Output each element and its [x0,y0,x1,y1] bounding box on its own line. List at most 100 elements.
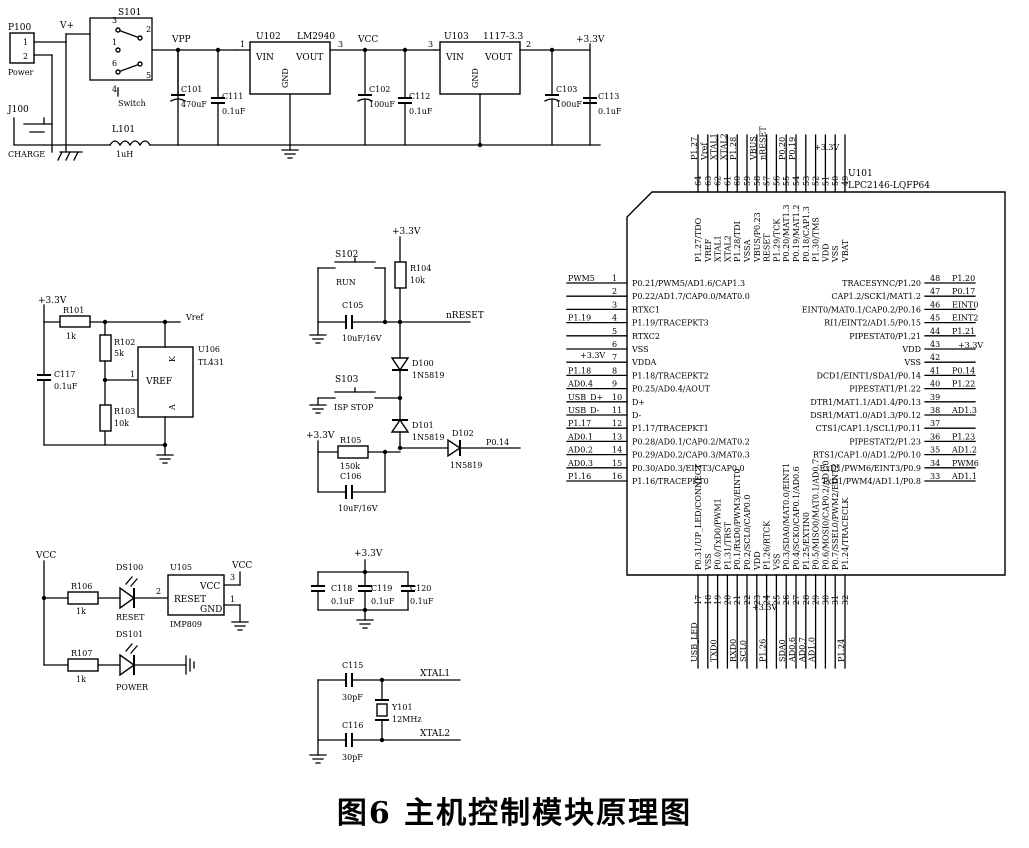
reset-v33b-label: +3.3V [306,431,335,441]
mcu-left-pin-num: 9 [612,380,617,389]
u103-vout: VOUT [484,53,512,63]
u102-label: U102 [256,32,281,42]
mcu-top-pin-name: VDD [821,243,830,263]
diode-d101 [390,418,410,433]
u105-vcc-net: VCC [231,561,252,571]
r105-value: 150k [340,462,360,471]
mcu-right-pin-num: 34 [930,459,940,468]
mcu-right-pin-num: 48 [930,274,940,283]
mcu-top-pin-name: P1.28/TDI [733,221,742,262]
mcu-top-pin-net: P0.19 [788,137,797,160]
u105-vcc: VCC [199,582,220,592]
mcu-right-pin-net: EINT0 [952,300,978,309]
mcu-left-pin-name: VSS [631,345,649,354]
mcu-bottom-pin-num: 29 [812,595,821,605]
r101-label: R101 [63,306,84,315]
mcu-right-pin-name: CAP1.2/SCK1/MAT1.2 [831,292,921,301]
charge-jack [13,117,45,146]
mcu-top-pin-name: P0.19/MAT1.2 [792,205,801,262]
mcu-left-pin-net: P1.19 [568,314,591,323]
mcu-left-pin-net: AD0.4 [567,380,593,389]
v33-rail-label: +3.3V [576,35,605,45]
vref-net-label: Vref [185,313,204,322]
mcu-right-pin-net: P0.14 [952,366,975,375]
ds100-label: DS100 [116,563,143,572]
dec-v33-label: +3.3V [354,549,383,559]
mcu-left-pin-num: 13 [612,432,622,441]
mcu-bottom-pin-num: 17 [694,595,703,605]
mcu-right-pin-num: 39 [930,393,940,402]
mcu-left-pin-name: P0.29/AD0.2/CAP0.3/MAT0.3 [632,451,750,460]
u103-vin: VIN [445,53,464,63]
resistor-r102 [99,334,112,362]
mcu-bottom-pin-net: AD1.0 [808,637,817,663]
mcu-bottom-pin-name: P0.2/SCL0/CAP0.0 [743,494,752,570]
u102-gnd: GND [281,68,290,88]
mcu-left-pin-name: D- [632,411,642,420]
mcu-left-pin-name: P1.17/TRACEPKT1 [632,424,709,433]
mcu-bottom-pin-name: P1.31/TRST [723,521,732,570]
c111-label: C111 [222,92,243,101]
figure-caption: 图6 主机控制模块原理图 [336,796,693,831]
c112-label: C112 [409,92,430,101]
resistor-r107 [67,658,99,672]
mcu-left-pin-num: 16 [612,472,622,481]
mcu-right-pin-name: DCD1/EINT1/SDA1/P0.14 [816,371,921,380]
r102-label: R102 [114,338,135,347]
mcu-right-pin-net: AD1.1 [951,472,977,481]
mcu-bottom-pin-name: P0.4/SCK0/CAP0.1/AD0.6 [792,466,801,570]
mcu-left-pin-name: D+ [632,398,645,407]
r104-value: 10k [410,276,425,285]
mcu-top-pin-num: 62 [714,176,723,186]
ds101-label: DS101 [116,630,143,639]
mcu-right-pin-name: DTR1/MAT1.1/AD1.4/P0.13 [810,398,921,407]
u105-pin1: 1 [230,595,235,604]
mcu-bottom-pin-num: 20 [723,595,732,605]
mcu-top-pin-net: VBUS [749,136,758,161]
decoupling-section: +3.3V C118 0.1uF C119 0.1uF C120 0.1uF [311,549,434,629]
mcu-right-pin-net: AD1.2 [951,446,977,455]
u101-label: U101 [848,169,873,179]
c102-value: 100uF [369,100,395,109]
mcu-bottom-pin-name: P0.3/SDA0/MAT0.0/EINT1 [782,463,791,570]
led-ds100 [119,586,136,610]
u103-gnd: GND [471,68,480,88]
mcu-right-pin-num: 46 [930,300,940,309]
u105-pin2: 2 [156,587,161,596]
y101-value: 12MHz [392,715,422,724]
mcu-bottom-pin-num: 31 [831,595,840,605]
l101-value: 1uH [116,150,133,159]
power-label: Power [8,68,33,77]
mcu-right-pin-name: VDD [901,345,921,354]
s101-pin2: 2 [146,25,151,34]
c106-label: C106 [340,472,361,481]
u102-vin: VIN [255,53,274,63]
mcu-u101: U101 LPC2146-LQFP64 +3.3V +3.3V +3.3V +3… [566,126,1006,669]
mcu-right-pin-name: RI1/EINT2/AD1.5/P0.15 [824,319,921,328]
s101-pin3: 3 [112,16,117,25]
c119-value: 0.1uF [371,597,395,606]
mcu-right-pin-num: 40 [930,380,940,389]
mcu-right-pin-name: TRACESYNC/P1.20 [842,279,921,288]
mcu-right-pin-net: AD1.3 [951,406,977,415]
charge-label: CHARGE [8,150,45,159]
c105-value: 10uF/16V [342,334,382,343]
switch-s101 [89,17,153,81]
p100-pin1: 1 [23,38,28,47]
resistor-r104 [394,261,407,289]
u105-gnd: GND [200,605,222,615]
mcu-left-pin-net: AD0.1 [567,432,593,441]
d102-label: D102 [452,429,474,438]
connector-p100 [9,32,35,64]
c120-label: C120 [410,584,431,593]
mcu-bottom-pin-net: RXD0 [729,639,738,662]
switch-label: Switch [118,99,146,108]
mcu-bottom-pin-num: 22 [743,595,752,605]
leds-vcc-label: VCC [35,551,56,561]
mcu-right-pin-net: P1.23 [952,432,975,441]
mcu-top-pin-net: P1.28 [729,137,738,160]
c118-label: C118 [331,584,352,593]
mcu-bottom-pin-net: AD0.7 [798,637,807,663]
mcu-right-pin-name: RxD1/PWM6/EINT3/P0.9 [819,464,921,473]
nreset-label: nRESET [446,311,484,321]
